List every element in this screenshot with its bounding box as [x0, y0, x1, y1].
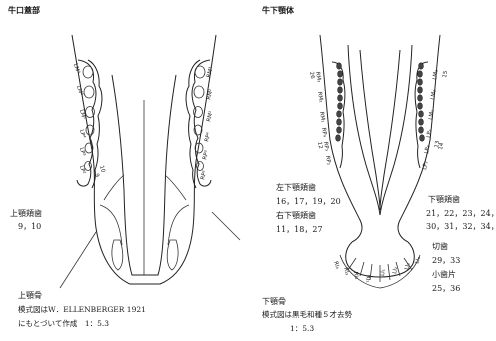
upper-jaw-title: 牛口蓋部	[8, 6, 40, 14]
tooth-label-RM2-lower: RM₂	[316, 91, 324, 103]
left-cheek-caption: 左下顎頬歯	[276, 184, 316, 192]
tooth-label-LP2: LP²	[78, 165, 87, 175]
incisor-label-LI3: LI₃	[404, 262, 412, 270]
tooth-label-RP4: RP⁴	[203, 131, 212, 143]
tooth-label-LP2-lower: LP₂	[422, 161, 429, 171]
lower-num-15: 15	[442, 70, 449, 78]
fragment-caption: 小歯片	[432, 271, 456, 279]
tooth-label-LP3: LP³	[78, 147, 87, 157]
lower-jaw-title: 牛下顎体	[262, 6, 294, 14]
incisor-label-RI4: RI₄	[332, 261, 341, 271]
incisor-label-RI1: RI₁	[364, 275, 371, 283]
lower-left-tooth-row	[332, 62, 345, 168]
upper-source-line1: 模式図はW．ELLENBERGER 1921	[18, 306, 146, 314]
tooth-label-RP2: RP²	[199, 170, 208, 181]
tooth-label-RP3: RP³	[201, 150, 210, 161]
tooth-label-LM3: LM³	[72, 63, 81, 74]
mandible-cheek-caption: 下顎頬歯	[428, 196, 460, 204]
right-cheek-caption: 右下顎頬歯	[276, 212, 316, 220]
tooth-label-RP2-lower: RP₂	[324, 155, 332, 165]
left-cheek-numbers: 16，17，19，20	[276, 198, 341, 206]
incisor-numbers: 29，33	[432, 257, 460, 265]
lower-num-26: 26	[308, 71, 315, 79]
incisor-label-LI1: LI₁	[380, 269, 387, 276]
upper-num-9: 9	[93, 173, 100, 178]
upper-molar-numbers: 9，10	[18, 223, 41, 231]
tooth-label-LP4-lower: LP₄	[426, 128, 434, 138]
tooth-label-LM1-lower: LM₁	[428, 109, 436, 120]
lower-num-14: 14	[438, 142, 445, 150]
mandible-cheek-line1: 21，22，23，24，28	[426, 210, 496, 218]
lower-jaw-drawing	[320, 35, 440, 288]
tooth-label-RM2: RM²	[205, 88, 215, 100]
incisor-label-LI4: LI₄	[414, 255, 422, 264]
upper-source-line2: にもとづいて作成 1：5.3	[18, 320, 109, 328]
tooth-label-LM2-lower: LM₂	[430, 89, 438, 100]
incisor-label-RI2: RI₂	[352, 271, 359, 280]
incisor-label-LI2: LI₂	[392, 267, 399, 275]
tooth-label-RM3: RM³	[205, 66, 215, 78]
fragment-numbers: 25，36	[432, 285, 460, 293]
tooth-label-LM3-lower: LM₃	[432, 69, 440, 80]
incisor-label-RI3: RI₃	[342, 267, 350, 276]
lower-num-12: 12	[316, 141, 323, 149]
tooth-label-RP4-lower: RP₄	[320, 127, 328, 138]
upper-bone-caption: 上顎骨	[18, 292, 42, 300]
mandible-cheek-line2: 30，31，32，34，35	[426, 223, 496, 231]
lower-bone-caption: 下顎骨	[262, 298, 286, 306]
right-cheek-numbers: 11，18，27	[276, 226, 323, 234]
upper-right-tooth-labels: RM³ RM² RM¹ RP⁴ RP³ RP²	[199, 66, 215, 180]
upper-left-tooth-labels: LM³ LM² LM¹ LP⁴ LP³ LP² 9 10	[72, 63, 106, 179]
tooth-label-LP3-lower: LP₃	[424, 145, 431, 155]
tooth-label-RM1-lower: RM₁	[318, 111, 326, 123]
tooth-label-LM2: LM²	[75, 85, 84, 96]
incisor-caption: 切歯	[432, 243, 448, 251]
tooth-label-RM1: RM¹	[205, 110, 215, 122]
upper-molar-caption: 上顎頬歯	[10, 210, 42, 218]
lower-source-line1: 模式図は黒毛和種５才去勢	[262, 311, 352, 319]
lower-source-line2: 1：5.3	[290, 325, 314, 333]
